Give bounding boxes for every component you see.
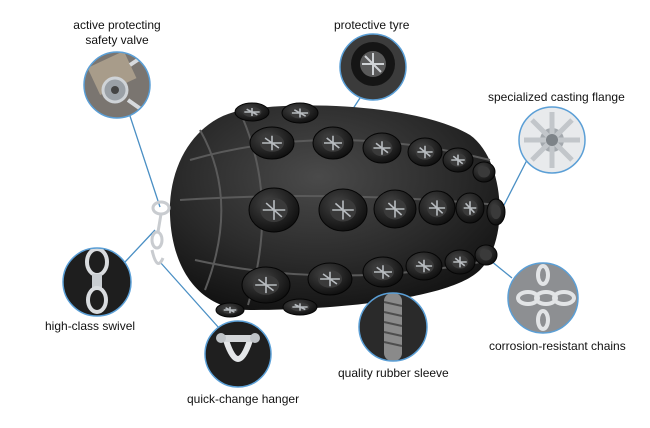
fender-tyre [455,192,485,224]
fender-tyre [407,137,443,167]
fender-tyre [281,102,319,124]
fender-tyre [362,256,404,288]
label-chains: corrosion-resistant chains [489,339,626,353]
fender-tyre [282,298,318,316]
fender-tyre [405,251,443,281]
hanger-ring [150,230,164,250]
fender-tyre [318,188,368,232]
fender-tyre [373,189,417,229]
swivel-icon [63,248,131,316]
label-rubber-sleeve: quality rubber sleeve [338,366,449,380]
fender-tyre [312,126,354,160]
valve-icon [84,52,150,118]
swivel-ring [151,200,171,216]
fender-tyre [418,190,456,226]
label-hanger: quick-change hanger [187,392,300,406]
callout-line-flange [502,159,528,208]
shackle-icon [205,321,271,387]
fender-tyre [234,102,270,122]
fender-tyre [307,262,353,296]
label-safety-valve-line2: safety valve [85,33,149,47]
label-safety-valve-line1: active protecting [73,18,161,32]
label-protective-tyre: protective tyre [334,18,410,32]
callout-line-valve [129,115,161,208]
pneumatic-fender [169,102,506,318]
fender-tyre [249,126,295,160]
fender-tyre [444,249,476,275]
fender-tyre [241,266,291,304]
fender-tyre [474,244,498,266]
callout-circles [62,33,586,388]
callout-line-hanger [159,261,220,329]
label-swivel: high-class swivel [45,319,136,333]
fender-tyres [215,102,506,318]
fender-tyre [215,302,245,318]
chains-icon [508,263,578,333]
tyre-icon [340,34,406,100]
label-safety-valve: active protecting safety valve [62,18,172,48]
label-casting-flange: specialized casting flange [488,90,625,104]
fender-tyre [472,161,496,183]
callout-line-swivel [124,229,156,263]
fender-tyre [362,132,402,164]
fender-tyre [442,147,474,173]
fender-tyre [248,187,300,233]
flange-icon [519,107,585,173]
sleeve-icon [359,293,427,361]
fender-tyre [486,198,506,226]
end-hardware [150,200,171,265]
